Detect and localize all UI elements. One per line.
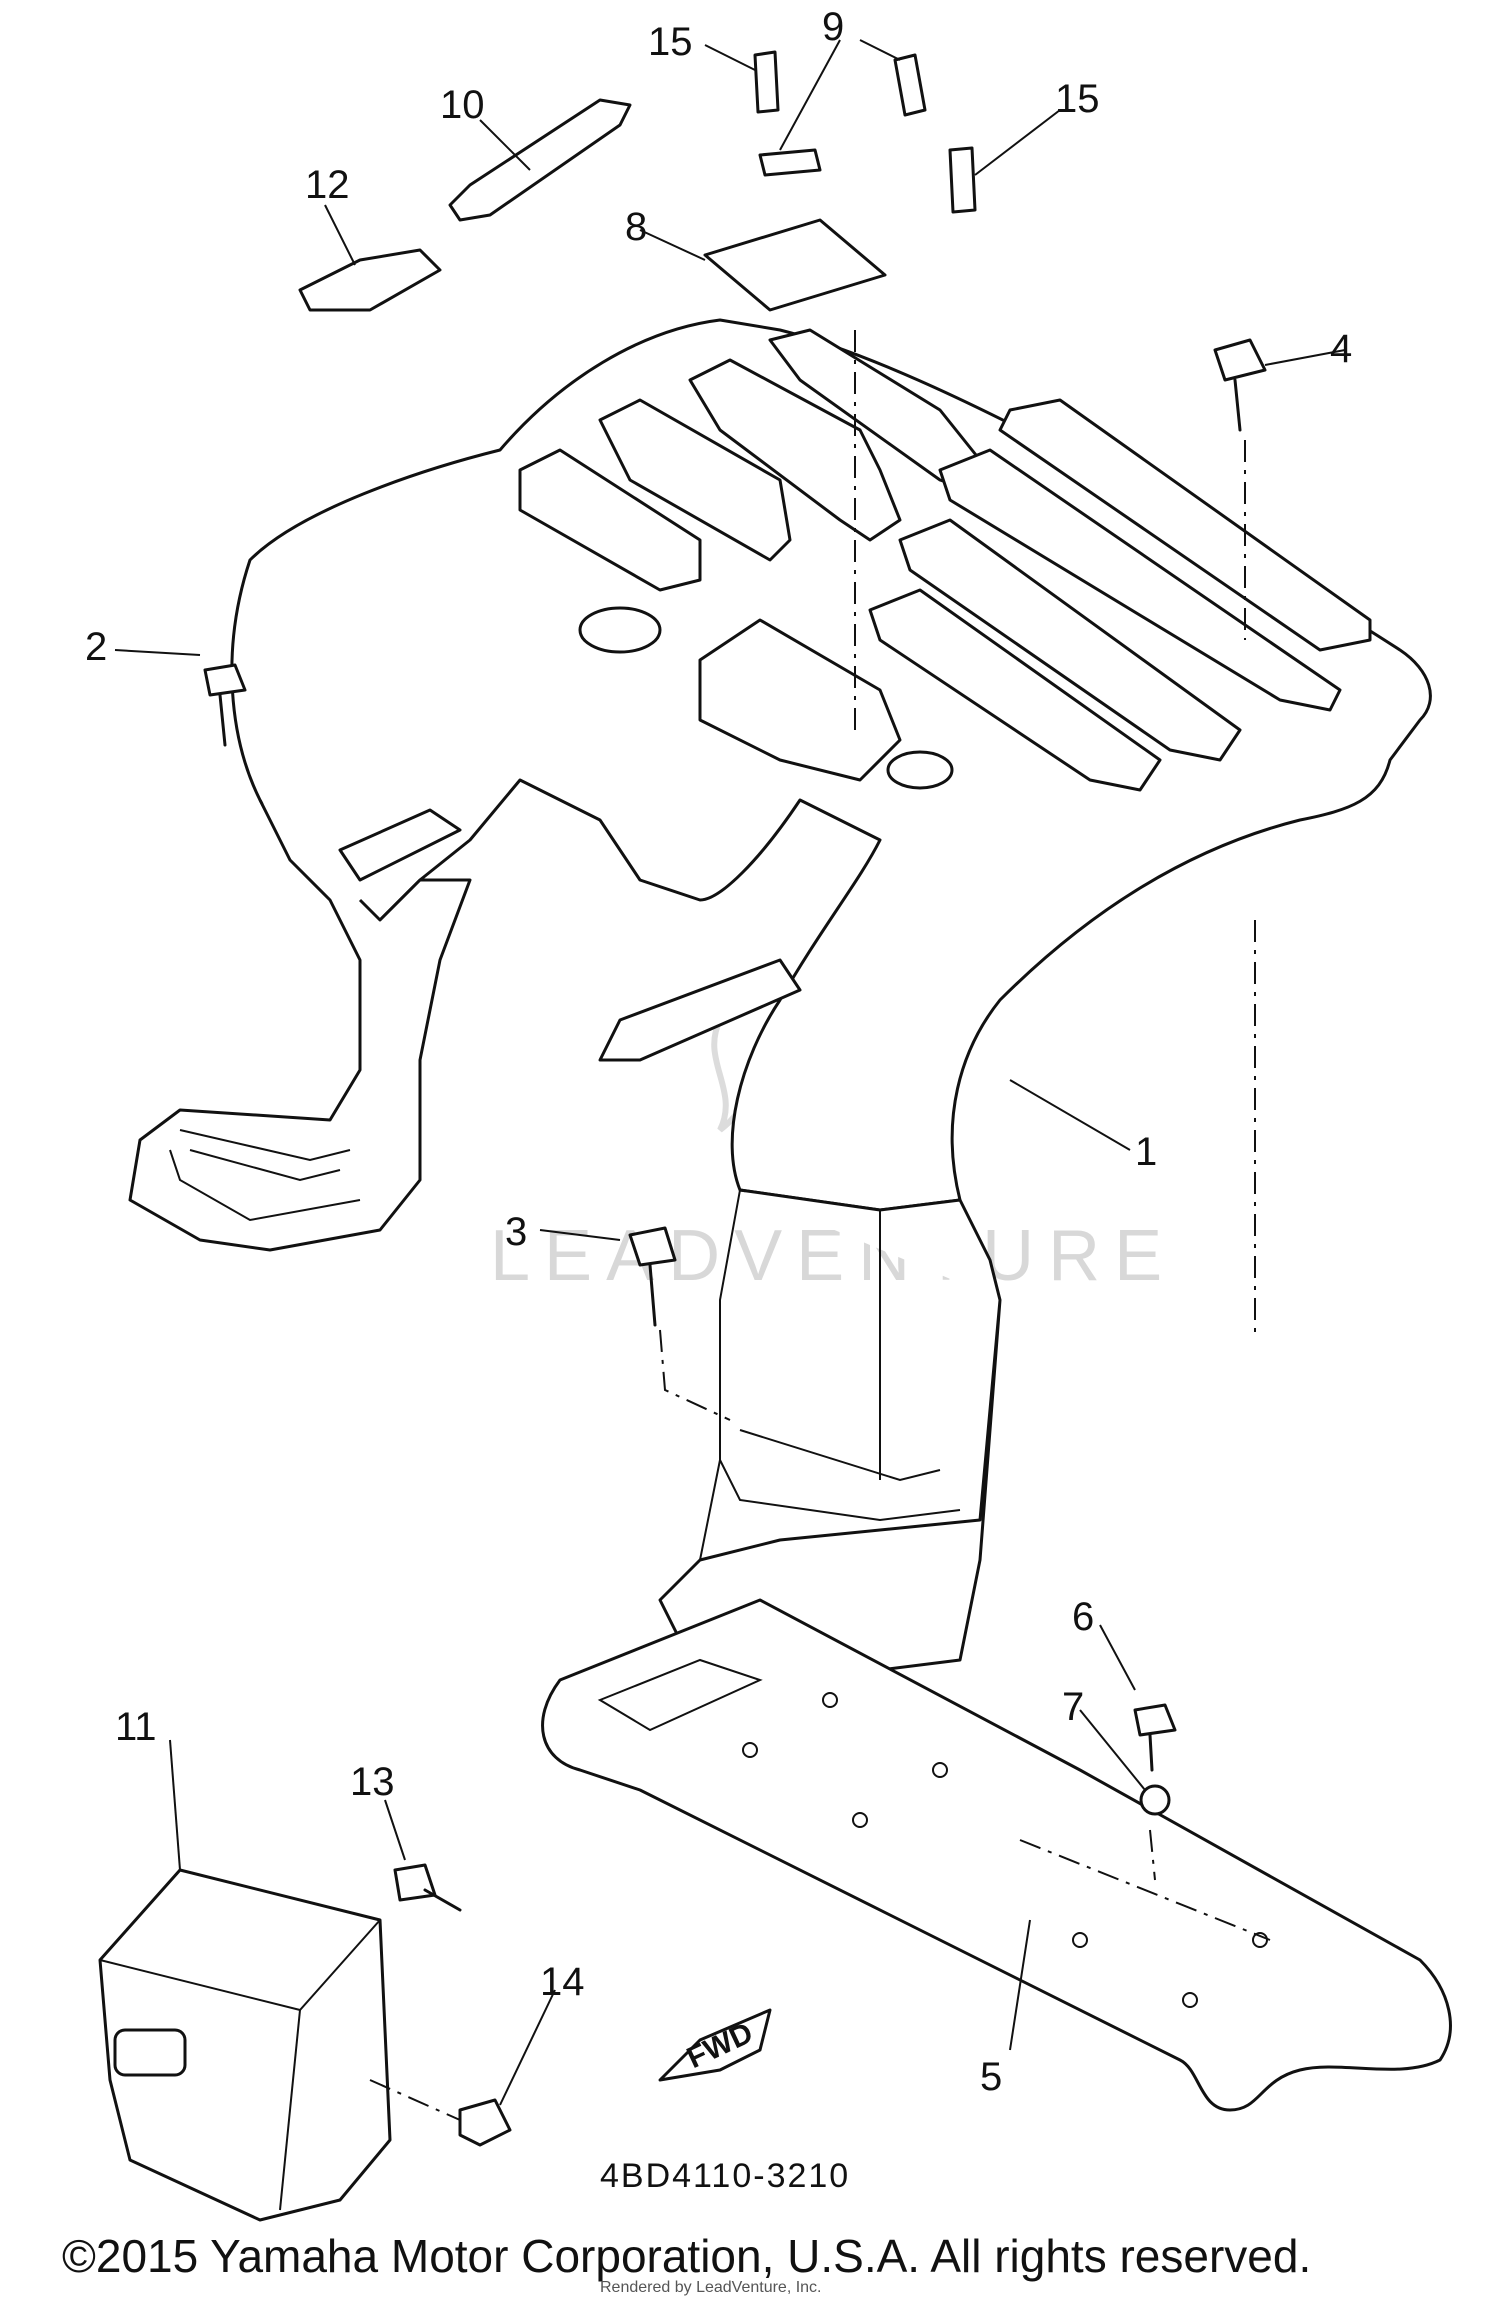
callout-4: 4 bbox=[1330, 327, 1352, 371]
strap-10 bbox=[448, 98, 632, 222]
rubber-15b bbox=[948, 146, 977, 214]
rubber-15a bbox=[753, 50, 780, 114]
rubber-9b bbox=[893, 53, 927, 117]
callout-15b: 15 bbox=[1055, 77, 1100, 121]
washer-7 bbox=[1139, 1784, 1171, 1816]
bolt-3 bbox=[628, 1226, 677, 1327]
rubber-9a bbox=[758, 148, 822, 177]
bolt-13 bbox=[393, 1863, 462, 1912]
nut-14 bbox=[458, 2098, 512, 2147]
watermark: LEADVENTURE bbox=[490, 1018, 1176, 1296]
part-code: 4BD4110-3210 bbox=[600, 2157, 850, 2195]
rendered-note: Rendered by LeadVenture, Inc. bbox=[600, 2279, 822, 2296]
callout-7: 7 bbox=[1062, 1685, 1084, 1729]
lower-plate bbox=[541, 1598, 1452, 2112]
rear-fender bbox=[128, 318, 1432, 1682]
callout-1: 1 bbox=[1135, 1130, 1157, 1174]
callout-5: 5 bbox=[980, 2055, 1002, 2099]
callout-9: 9 bbox=[822, 5, 844, 49]
callout-14: 14 bbox=[540, 1960, 585, 2004]
callout-15a: 15 bbox=[648, 20, 693, 64]
callout-13: 13 bbox=[350, 1760, 395, 1804]
copyright-notice: ©2015 Yamaha Motor Corporation, U.S.A. A… bbox=[62, 2230, 1311, 2282]
callout-6: 6 bbox=[1072, 1595, 1094, 1639]
callout-10: 10 bbox=[440, 83, 485, 127]
bolt-4 bbox=[1213, 338, 1267, 432]
callout-11: 11 bbox=[115, 1705, 157, 1749]
pad-8 bbox=[703, 218, 887, 312]
bolt-6 bbox=[1133, 1703, 1177, 1772]
bolt-2 bbox=[203, 663, 247, 747]
battery-box bbox=[98, 1868, 392, 2222]
fwd-arrow: FWD bbox=[658, 2008, 772, 2082]
bracket-12 bbox=[298, 248, 442, 312]
callout-3: 3 bbox=[505, 1210, 527, 1254]
watermark-text: LEADVENTURE bbox=[490, 1216, 1176, 1296]
callout-8: 8 bbox=[625, 205, 647, 249]
callout-12: 12 bbox=[305, 163, 350, 207]
callout-2: 2 bbox=[85, 625, 107, 669]
